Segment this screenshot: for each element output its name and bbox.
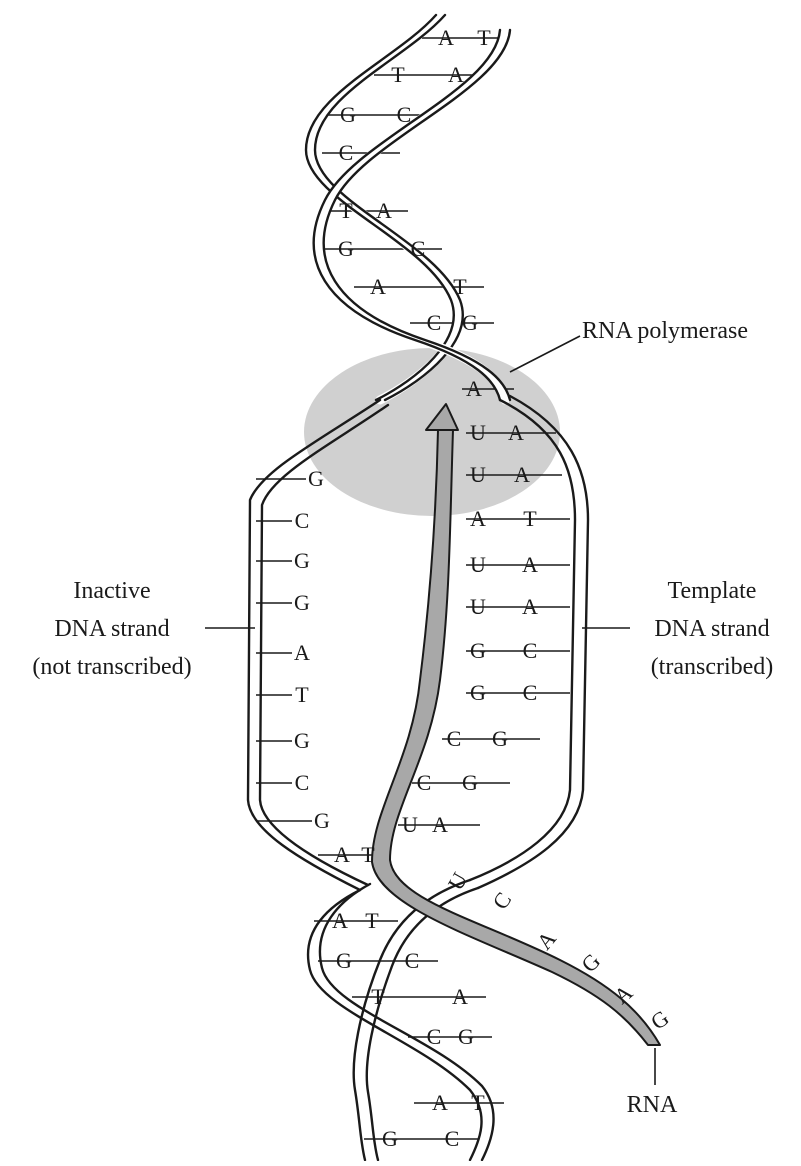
rna-base: A [466, 376, 482, 401]
inactive-base: C [295, 508, 310, 533]
base-letter: C [445, 1126, 460, 1151]
base-letter: G [340, 102, 356, 127]
base-letter: A [370, 274, 386, 299]
base-letter: G [462, 310, 478, 335]
base-letter: A [332, 908, 348, 933]
rna-base: U [470, 552, 486, 577]
inactive-base: G [294, 548, 310, 573]
inactive-strand-label-1: Inactive [73, 578, 150, 604]
base-letter: C [427, 1024, 442, 1049]
base-letter: A [448, 62, 464, 87]
template-base: A [514, 462, 530, 487]
template-base: C [523, 680, 538, 705]
base-letter: G [382, 1126, 398, 1151]
base-letter: A [432, 1090, 448, 1115]
base-letter: T [477, 25, 491, 50]
base-letter: G [458, 1024, 474, 1049]
rna-base: G [470, 680, 486, 705]
base-letter: T [471, 1090, 485, 1115]
base-letter: G [338, 236, 354, 261]
rna-base: G [470, 638, 486, 663]
template-base: T [523, 506, 537, 531]
base-letter: C [339, 140, 354, 165]
upper-helix [306, 15, 510, 400]
inactive-strand-label-3: (not transcribed) [32, 654, 191, 680]
rna-base: U [470, 462, 486, 487]
base-letter: C [405, 948, 420, 973]
rna-base: U [470, 420, 486, 445]
rna-label: RNA [627, 1092, 678, 1118]
rna-base: C [417, 770, 432, 795]
junction-base: T [361, 842, 375, 867]
base-letter: C [411, 236, 426, 261]
rna-base: C [447, 726, 462, 751]
template-base: A [432, 812, 448, 837]
base-letter: A [376, 198, 392, 223]
rna-base: A [470, 506, 486, 531]
base-pair-rungs [256, 38, 570, 1139]
template-strand-label-2: DNA strand [654, 616, 769, 642]
base-letter: A [452, 984, 468, 1009]
base-letter: A [438, 25, 454, 50]
inactive-base: G [294, 728, 310, 753]
base-letter: G [336, 948, 352, 973]
template-strand-label-3: (transcribed) [651, 654, 774, 680]
template-base: A [522, 552, 538, 577]
template-strand-label-1: Template [668, 578, 757, 604]
template-base: G [462, 770, 478, 795]
base-letter: C [397, 102, 412, 127]
base-letter: T [453, 274, 467, 299]
inactive-base: A [294, 640, 310, 665]
template-base: A [522, 594, 538, 619]
junction-base: A [334, 842, 350, 867]
inactive-base: G [294, 590, 310, 615]
polymerase-leader [510, 336, 580, 372]
rna-polymerase-label: RNA polymerase [582, 318, 748, 344]
inactive-base: G [308, 466, 324, 491]
base-letter: T [391, 62, 405, 87]
inactive-base: G [314, 808, 330, 833]
base-letter: T [339, 198, 353, 223]
base-letter: T [371, 984, 385, 1009]
base-letter: T [365, 908, 379, 933]
template-base: G [492, 726, 508, 751]
base-letter: C [427, 310, 442, 335]
inactive-strand-label-2: DNA strand [54, 616, 169, 642]
template-base: A [508, 420, 524, 445]
inactive-base: C [295, 770, 310, 795]
rna-tail-base: C [487, 888, 516, 914]
inactive-base: T [295, 682, 309, 707]
rna-base: U [470, 594, 486, 619]
template-base: C [523, 638, 538, 663]
rna-base: U [402, 812, 418, 837]
